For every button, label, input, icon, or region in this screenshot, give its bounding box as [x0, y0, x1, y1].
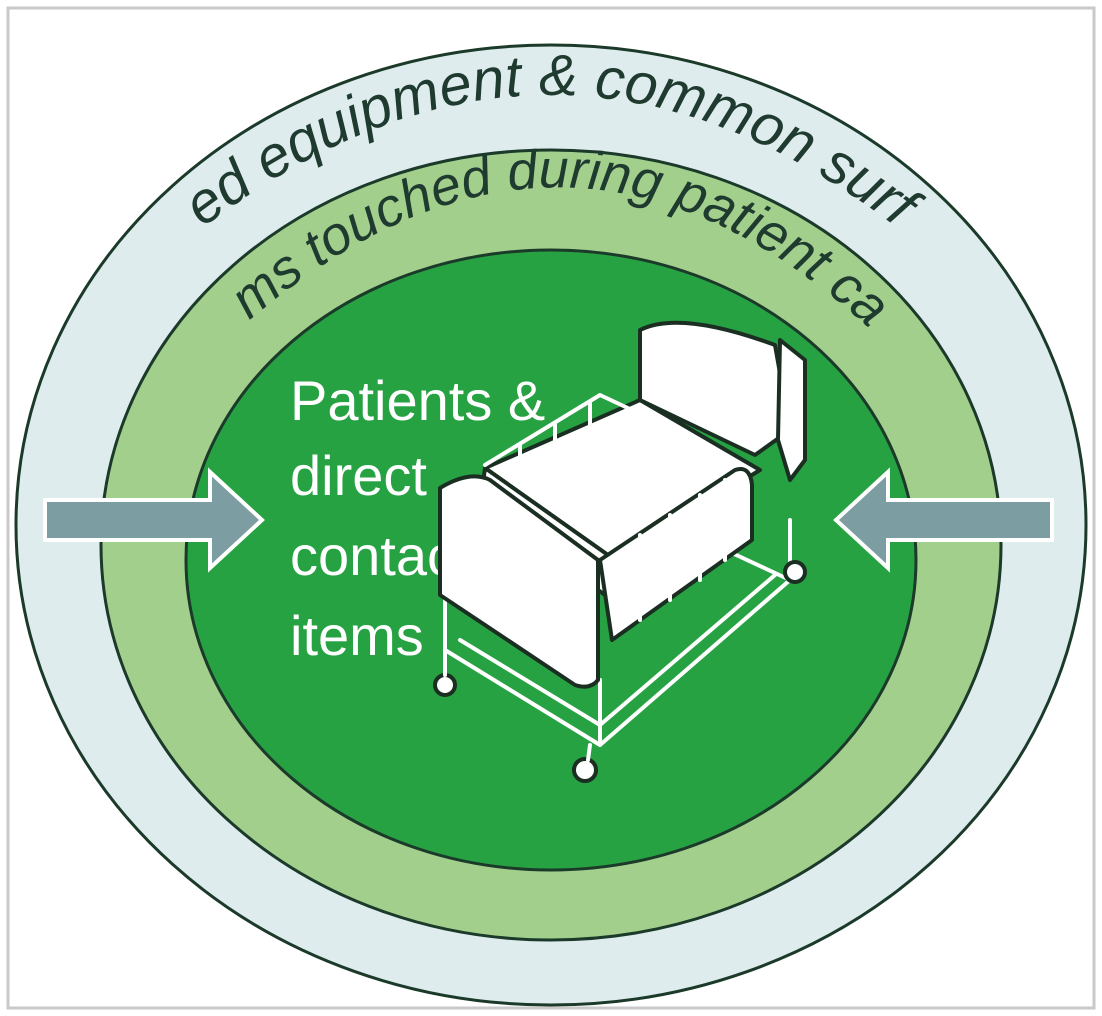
inner-label-line: direct	[290, 444, 427, 507]
arrow-left-icon	[833, 467, 1054, 573]
inner-label-line: Patients &	[290, 369, 545, 432]
arrow-right-icon	[43, 467, 265, 573]
inner-zone-label: Patients & direct contact items	[290, 369, 561, 667]
hospital-bed-icon	[433, 320, 807, 783]
inner-label-line: items	[290, 604, 424, 667]
